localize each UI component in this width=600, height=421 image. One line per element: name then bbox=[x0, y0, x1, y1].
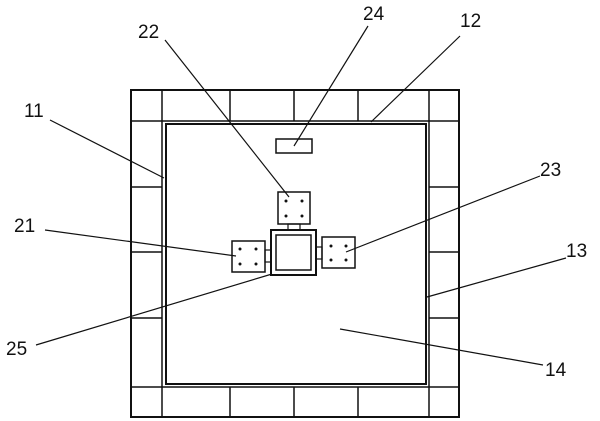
leader-lines bbox=[35, 25, 567, 366]
label-12: 12 bbox=[460, 11, 481, 32]
label-22: 22 bbox=[138, 22, 159, 43]
label-25: 25 bbox=[6, 339, 27, 360]
reference-labels: 11 22 24 12 21 23 13 25 14 bbox=[6, 4, 587, 381]
label-21: 21 bbox=[14, 216, 35, 237]
label-11: 11 bbox=[24, 101, 44, 122]
label-23: 23 bbox=[540, 160, 561, 181]
column-25 bbox=[270, 229, 317, 276]
central-assembly bbox=[231, 191, 356, 276]
label-14: 14 bbox=[545, 360, 567, 381]
outer-frame bbox=[130, 89, 460, 418]
component-24 bbox=[275, 138, 313, 154]
plate-22 bbox=[277, 191, 311, 225]
label-24: 24 bbox=[363, 4, 385, 25]
plate-23 bbox=[321, 236, 356, 269]
label-13: 13 bbox=[566, 241, 587, 262]
plate-21 bbox=[231, 240, 266, 273]
